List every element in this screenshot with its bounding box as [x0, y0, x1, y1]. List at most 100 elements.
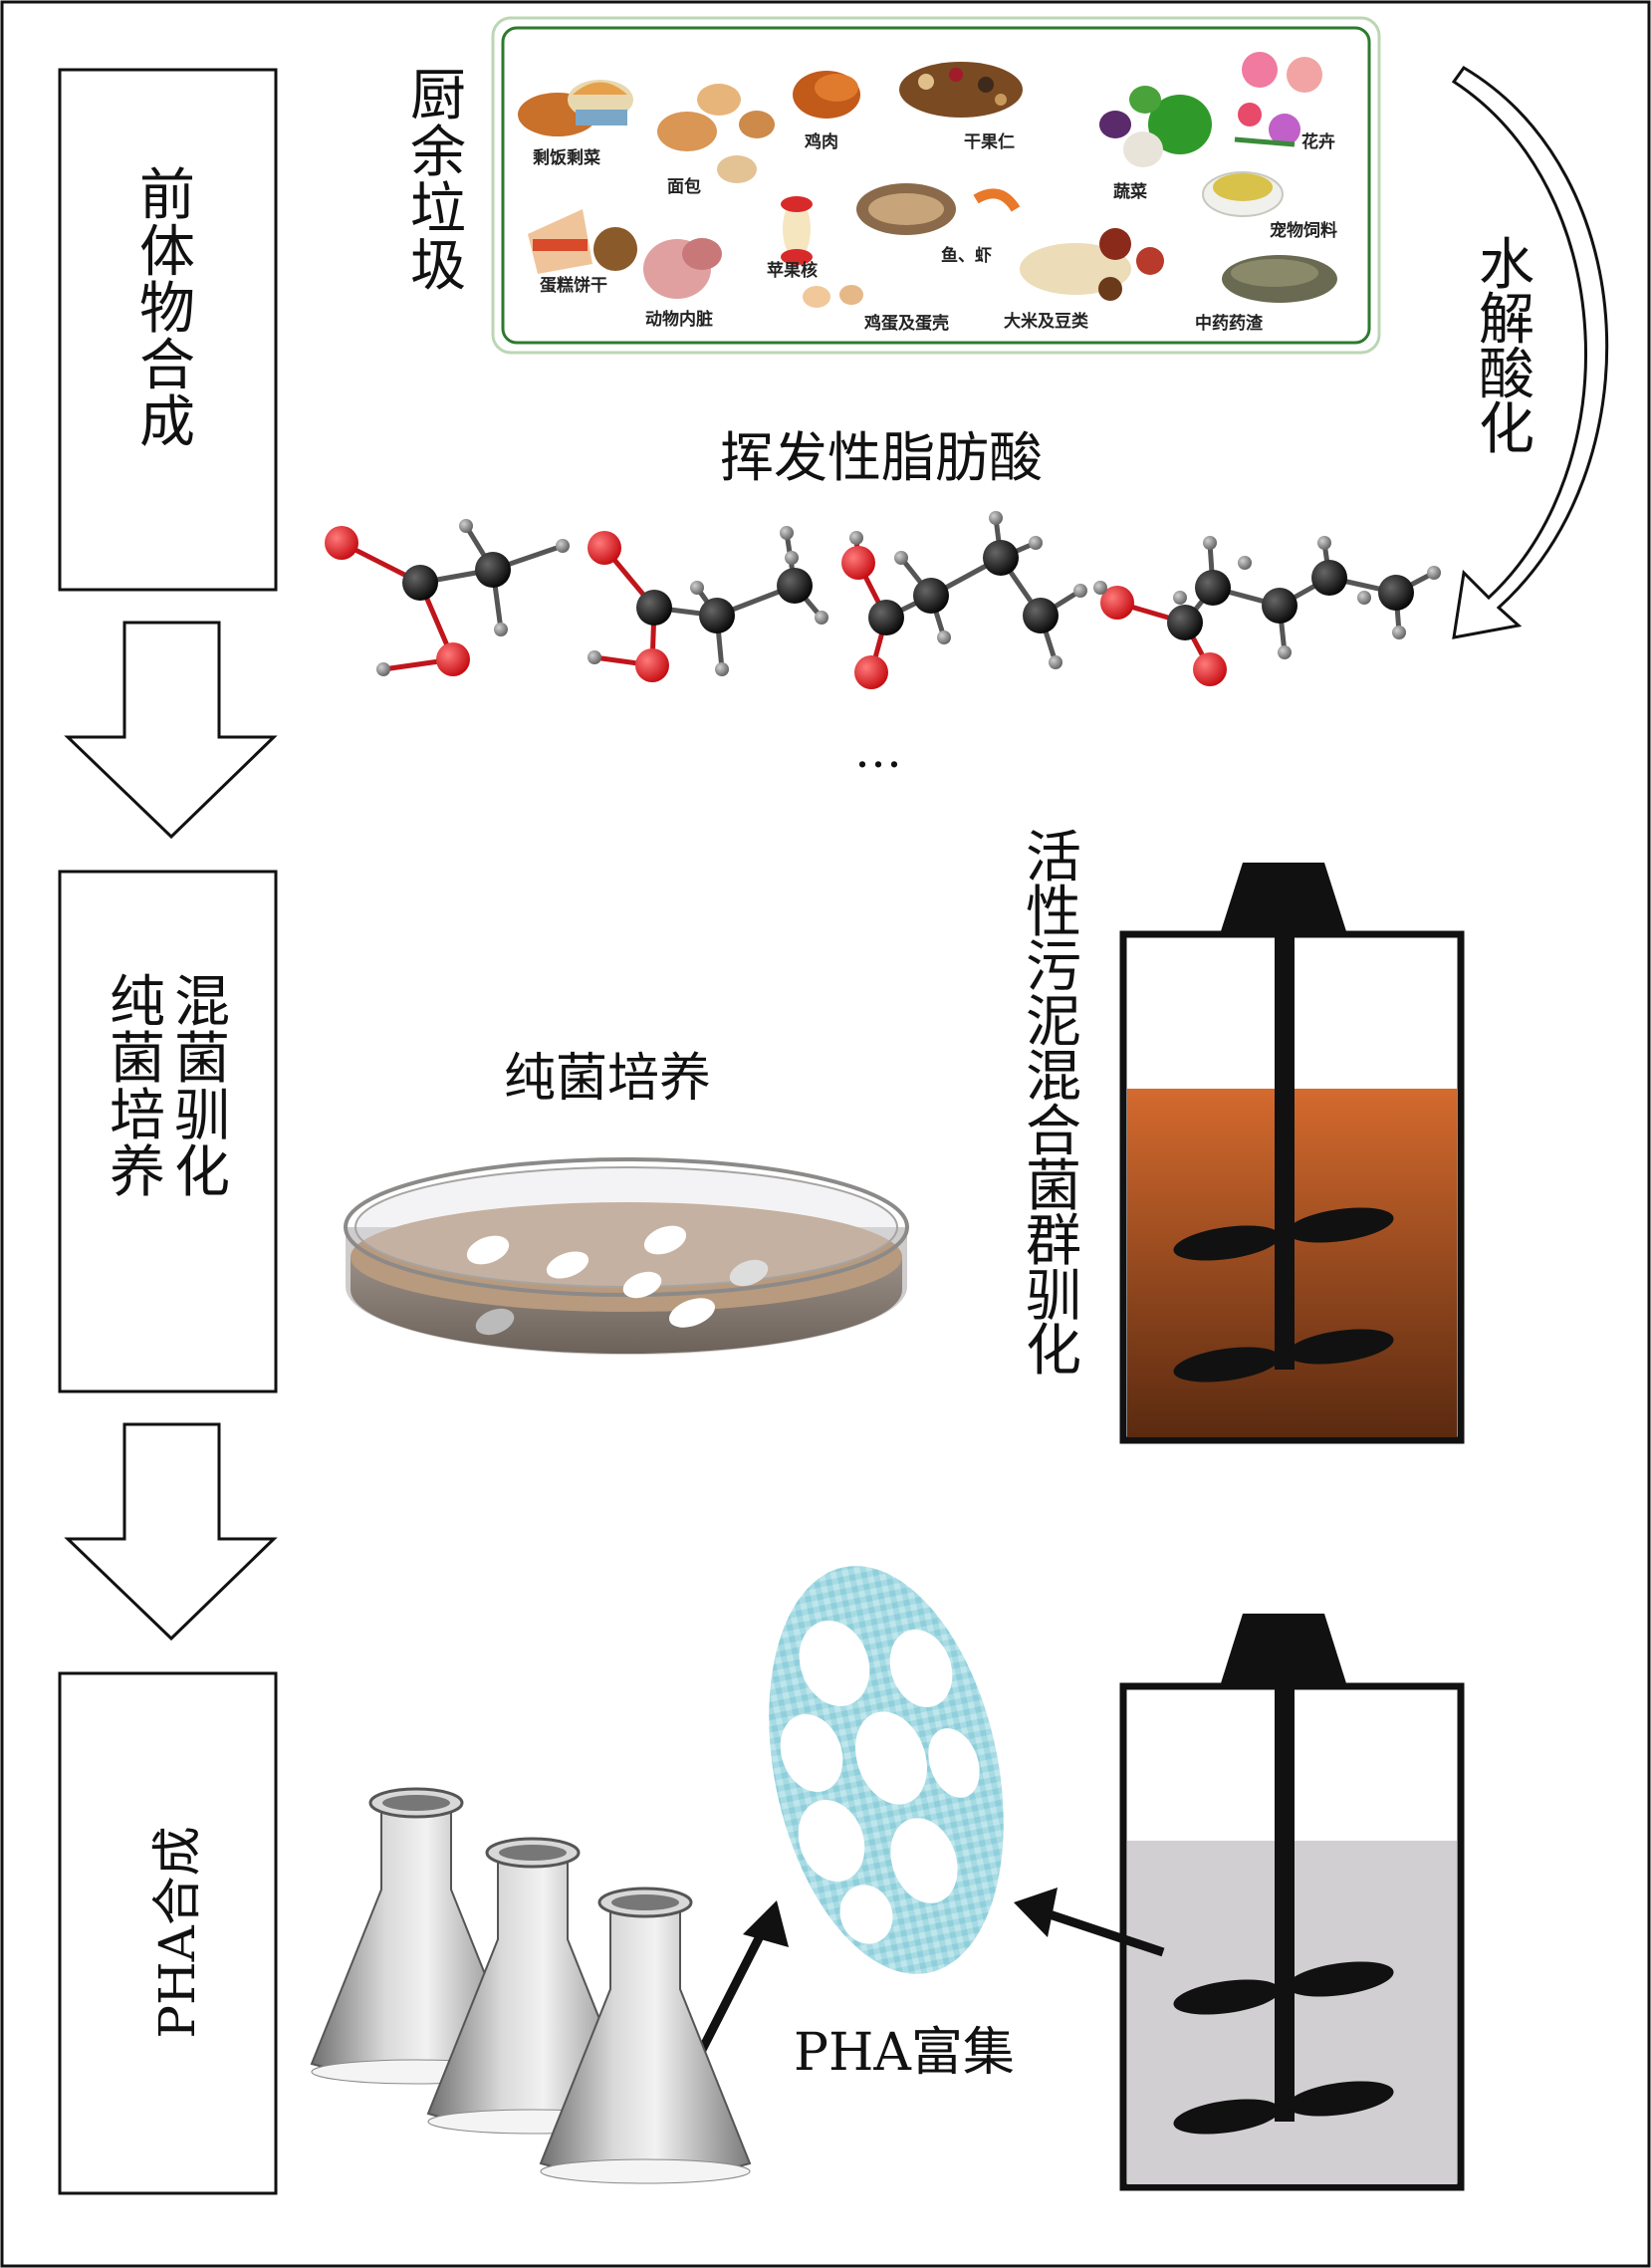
- hydrolysis-arrow: [1451, 66, 1609, 639]
- flask: [539, 1887, 752, 2184]
- vertical-char: 厨: [410, 64, 466, 128]
- hydrogen-atom: [1238, 556, 1252, 570]
- hydrogen-atom: [459, 519, 473, 533]
- food-apple-core-icon: [781, 196, 813, 265]
- vertical-char: 污: [1026, 935, 1081, 1000]
- food-item-label: 动物内脏: [645, 309, 713, 330]
- hydrogen-atom: [1173, 591, 1187, 605]
- vertical-char: 解: [1479, 288, 1534, 353]
- carbon-atom: [1023, 598, 1059, 633]
- food-nuts-icon: [899, 62, 1023, 118]
- reactor-sludge: [1119, 863, 1465, 1444]
- down-arrow-1: [64, 621, 278, 840]
- food-item-label: 面包: [667, 176, 701, 197]
- food-chicken-icon: [793, 71, 860, 119]
- hydrogen-atom: [588, 650, 601, 664]
- vertical-char: 混: [1026, 1045, 1081, 1110]
- hydrogen-atom: [690, 581, 704, 595]
- vertical-char: 合: [1026, 1100, 1081, 1164]
- hydrogen-atom: [1093, 581, 1107, 595]
- oxygen-atom: [588, 531, 621, 565]
- food-herb-residue-icon: [1222, 255, 1337, 303]
- vertical-char: 物: [139, 277, 195, 342]
- hydrogen-atom: [849, 531, 863, 545]
- vertical-char: 化: [1026, 1319, 1081, 1384]
- hydrogen-atom: [556, 539, 570, 553]
- pure-culture-label: 纯菌培养: [504, 1049, 711, 1109]
- arrow-flask-to-cell: [697, 1900, 789, 2053]
- vertical-char: 活: [1026, 826, 1081, 890]
- hydrogen-atom: [376, 662, 390, 676]
- food-bread-icon: [657, 84, 775, 183]
- hydrogen-atom: [989, 511, 1003, 525]
- hydrogen-atom: [1203, 536, 1217, 550]
- hydrogen-atom: [715, 662, 729, 676]
- vfa-molecules: [325, 511, 1441, 689]
- vertical-char: 性: [1026, 881, 1081, 945]
- pha-enrichment-label: PHA富集: [794, 2023, 1015, 2083]
- carbon-atom: [1195, 570, 1231, 606]
- food-waste-image: 剩饭剩菜 面包 鸡肉 干果仁 花卉 蔬菜 蛋糕饼干 苹果核 鱼、虾 宠物饲料 动…: [491, 16, 1381, 355]
- vertical-char: 驯: [174, 1084, 230, 1148]
- petri-dish: [344, 1157, 909, 1355]
- vertical-char: 养: [110, 1140, 165, 1205]
- food-fish-shrimp-icon: [856, 183, 1021, 235]
- food-item-label: 剩饭剩菜: [533, 147, 601, 168]
- hydrogen-atom: [1029, 536, 1043, 550]
- vertical-char: 体: [139, 220, 195, 285]
- food-item-label: 干果仁: [964, 131, 1015, 152]
- hydrogen-atom: [937, 630, 951, 644]
- hydrogen-atom: [894, 551, 908, 565]
- food-item-label: 花卉: [1301, 131, 1335, 152]
- carbon-atom: [475, 552, 511, 588]
- food-offal-icon: [643, 238, 722, 299]
- hydrogen-atom: [1427, 566, 1441, 580]
- carbon-atom: [1311, 560, 1347, 596]
- stage-label-synthesis: PHA合成: [148, 1826, 206, 2038]
- carbon-atom: [1262, 588, 1297, 624]
- food-item-label: 中药药渣: [1195, 313, 1264, 334]
- vertical-char: 化: [174, 1140, 230, 1205]
- food-item-label: 鸡肉: [804, 131, 838, 152]
- vertical-char: 培: [110, 1084, 165, 1148]
- carbon-atom: [983, 540, 1019, 576]
- hydrogen-atom: [815, 611, 828, 625]
- oxygen-atom: [841, 546, 875, 580]
- vertical-char: 圾: [410, 234, 466, 299]
- hydrogen-atom: [1392, 626, 1406, 639]
- vertical-char: 成: [139, 390, 195, 455]
- carbon-atom: [868, 600, 904, 635]
- vertical-char: 菌: [174, 1027, 230, 1092]
- vertical-char: 纯: [110, 970, 165, 1035]
- vertical-char: 酸: [1479, 343, 1534, 407]
- vertical-char: 化: [1479, 397, 1534, 462]
- carbon-atom: [1378, 575, 1414, 611]
- vertical-char: 余: [410, 121, 466, 185]
- reactor-enrichment: [1119, 1614, 1465, 2191]
- hydrogen-atom: [780, 526, 794, 540]
- oxygen-atom: [436, 642, 470, 676]
- pha-cell: [769, 1566, 1004, 1974]
- hydrogen-atom: [1049, 655, 1062, 669]
- vertical-char: 菌: [110, 1027, 165, 1092]
- food-item-label: 蛋糕饼干: [540, 275, 607, 296]
- hydrogen-atom: [1317, 536, 1331, 550]
- food-flowers-icon: [1234, 52, 1322, 147]
- stage-label-pure-culture: 纯菌培养: [110, 970, 165, 1205]
- oxygen-atom: [1193, 652, 1227, 686]
- vertical-char: 垃: [410, 177, 466, 242]
- carbon-atom: [402, 565, 438, 601]
- hydrogen-atom: [1073, 584, 1087, 598]
- hydrogen-atom: [1357, 591, 1371, 605]
- food-pet-food-icon: [1202, 171, 1284, 217]
- oxygen-atom: [854, 655, 888, 689]
- hydrogen-atom: [1278, 645, 1292, 659]
- carbon-atom: [636, 590, 672, 626]
- oxygen-atom: [635, 648, 669, 682]
